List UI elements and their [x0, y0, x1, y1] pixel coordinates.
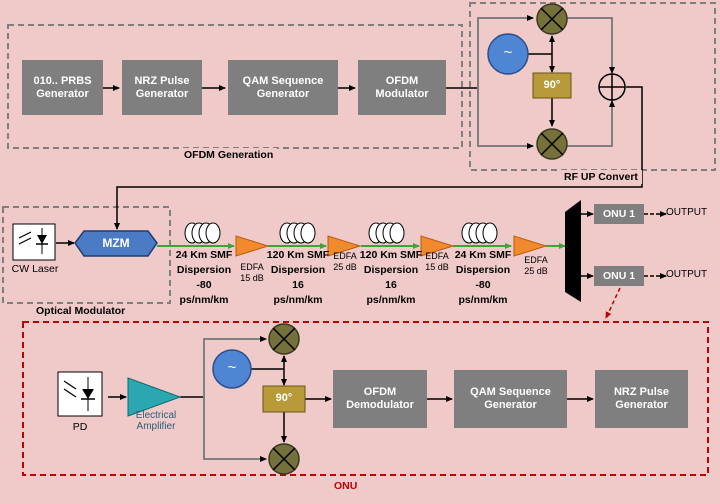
photodetector-icon — [57, 371, 103, 417]
fiber-span-4-label: 24 Km SMF Dispersion -80 ps/nm/km — [447, 248, 519, 308]
wire-rx-split-upper — [203, 336, 267, 397]
span-3-dispersion: Dispersion — [363, 264, 419, 276]
power-splitter — [565, 200, 581, 302]
fiber-span-1-label: 24 Km SMF Dispersion -80 ps/nm/km — [168, 248, 240, 308]
wire-split-upper-mixer — [477, 15, 534, 88]
span-1-unit: ps/nm/km — [179, 294, 229, 306]
rx-qam-sequence-generator-block: QAM Sequence Generator — [454, 370, 567, 428]
edfa-1-label: EDFA 15 dB — [232, 262, 272, 284]
summer-icon — [598, 73, 626, 101]
span-3-length: 120 Km SMF — [359, 249, 423, 261]
ofdm-demodulator-block: OFDM Demodulator — [333, 370, 427, 428]
edfa-3-name: EDFA — [425, 251, 449, 261]
pd-label: PD — [72, 421, 88, 433]
rf-up-convert-label: RF UP Convert — [560, 170, 642, 184]
fiber-spool-2 — [279, 222, 316, 244]
onu-bottom-output-label: OUTPUT — [666, 269, 708, 280]
edfa-3-gain: 15 dB — [425, 262, 449, 272]
edfa-4-name: EDFA — [524, 255, 548, 265]
cw-laser-icon — [12, 223, 56, 261]
span-1-value: -80 — [196, 279, 212, 291]
span-4-length: 24 Km SMF — [454, 249, 512, 261]
rx-oscillator-icon — [212, 349, 252, 389]
edfa-2-name: EDFA — [333, 251, 357, 261]
onu-zoom-arrow — [605, 287, 621, 319]
rx-mixer-lower — [268, 443, 300, 475]
span-1-dispersion: Dispersion — [176, 264, 232, 276]
optical-modulator-group — [2, 206, 171, 304]
mzm-label: MZM — [102, 236, 130, 250]
cw-laser-label: CW Laser — [11, 263, 59, 275]
ofdm-generation-label: OFDM Generation — [180, 148, 278, 162]
wire-sum-to-mzm — [114, 86, 643, 230]
edfa-4-label: EDFA 25 dB — [516, 255, 556, 277]
rf-up-convert-group — [469, 2, 716, 171]
ofdm-modulator-block: OFDM Modulator — [358, 60, 446, 115]
edfa-2-triangle — [327, 235, 362, 257]
edfa-4-gain: 25 dB — [524, 266, 548, 276]
onu-1-bottom-block: ONU 1 — [594, 266, 644, 286]
mixer-lower — [536, 128, 568, 160]
amplifier-label: Electrical Amplifier — [135, 410, 177, 432]
onu-1-top-block: ONU 1 — [594, 204, 644, 224]
wire-split-lower-mixer — [477, 88, 534, 149]
onu-group-label: ONU — [330, 479, 362, 493]
mzm-modulator — [74, 230, 158, 257]
rx-nrz-pulse-generator-block: NRZ Pulse Generator — [595, 370, 688, 428]
span-4-unit: ps/nm/km — [458, 294, 508, 306]
span-3-value: 16 — [385, 279, 397, 291]
wire-mixer-top-sum — [566, 17, 615, 74]
edfa-1-gain: 15 dB — [240, 273, 264, 283]
onu-top-output-label: OUTPUT — [666, 207, 708, 218]
edfa-2-gain: 25 dB — [333, 262, 357, 272]
optical-modulator-label: Optical Modulator — [32, 304, 130, 318]
edfa-1-triangle — [235, 235, 270, 257]
rf-phase-shifter — [532, 72, 572, 99]
span-3-unit: ps/nm/km — [366, 294, 416, 306]
edfa-4-triangle — [513, 235, 548, 257]
span-2-unit: ps/nm/km — [273, 294, 323, 306]
wire-rx-split-lower — [203, 397, 267, 462]
electrical-amplifier — [127, 377, 182, 417]
wire-mixer-bottom-sum — [566, 100, 615, 147]
nrz-pulse-generator-block: NRZ Pulse Generator — [122, 60, 202, 115]
edfa-1-name: EDFA — [240, 262, 264, 272]
span-1-length: 24 Km SMF — [175, 249, 233, 261]
rx-mixer-upper — [268, 323, 300, 355]
edfa-3-label: EDFA 15 dB — [417, 251, 457, 273]
span-4-dispersion: Dispersion — [455, 264, 511, 276]
span-4-value: -80 — [475, 279, 491, 291]
qam-sequence-generator-block: QAM Sequence Generator — [228, 60, 338, 115]
fiber-span-3-label: 120 Km SMF Dispersion 16 ps/nm/km — [355, 248, 427, 308]
onu-receiver-group — [22, 321, 709, 476]
edfa-2-label: EDFA 25 dB — [325, 251, 365, 273]
fiber-spool-4 — [461, 222, 498, 244]
span-2-length: 120 Km SMF — [266, 249, 330, 261]
rx-phase-shifter — [262, 385, 306, 413]
mixer-upper — [536, 3, 568, 35]
edfa-3-triangle — [420, 235, 455, 257]
prbs-generator-block: 010.. PRBS Generator — [22, 60, 103, 115]
rf-oscillator-symbol: ~ — [503, 44, 513, 61]
fiber-span-2-label: 120 Km SMF Dispersion 16 ps/nm/km — [262, 248, 334, 308]
fiber-spool-3 — [368, 222, 405, 244]
fiber-spool-1 — [184, 222, 221, 244]
span-2-value: 16 — [292, 279, 304, 291]
rx-phase-label: 90° — [275, 392, 293, 404]
rf-phase-label: 90° — [543, 79, 561, 91]
rf-oscillator-icon — [487, 33, 529, 75]
rx-oscillator-symbol: ~ — [227, 359, 237, 376]
span-2-dispersion: Dispersion — [270, 264, 326, 276]
